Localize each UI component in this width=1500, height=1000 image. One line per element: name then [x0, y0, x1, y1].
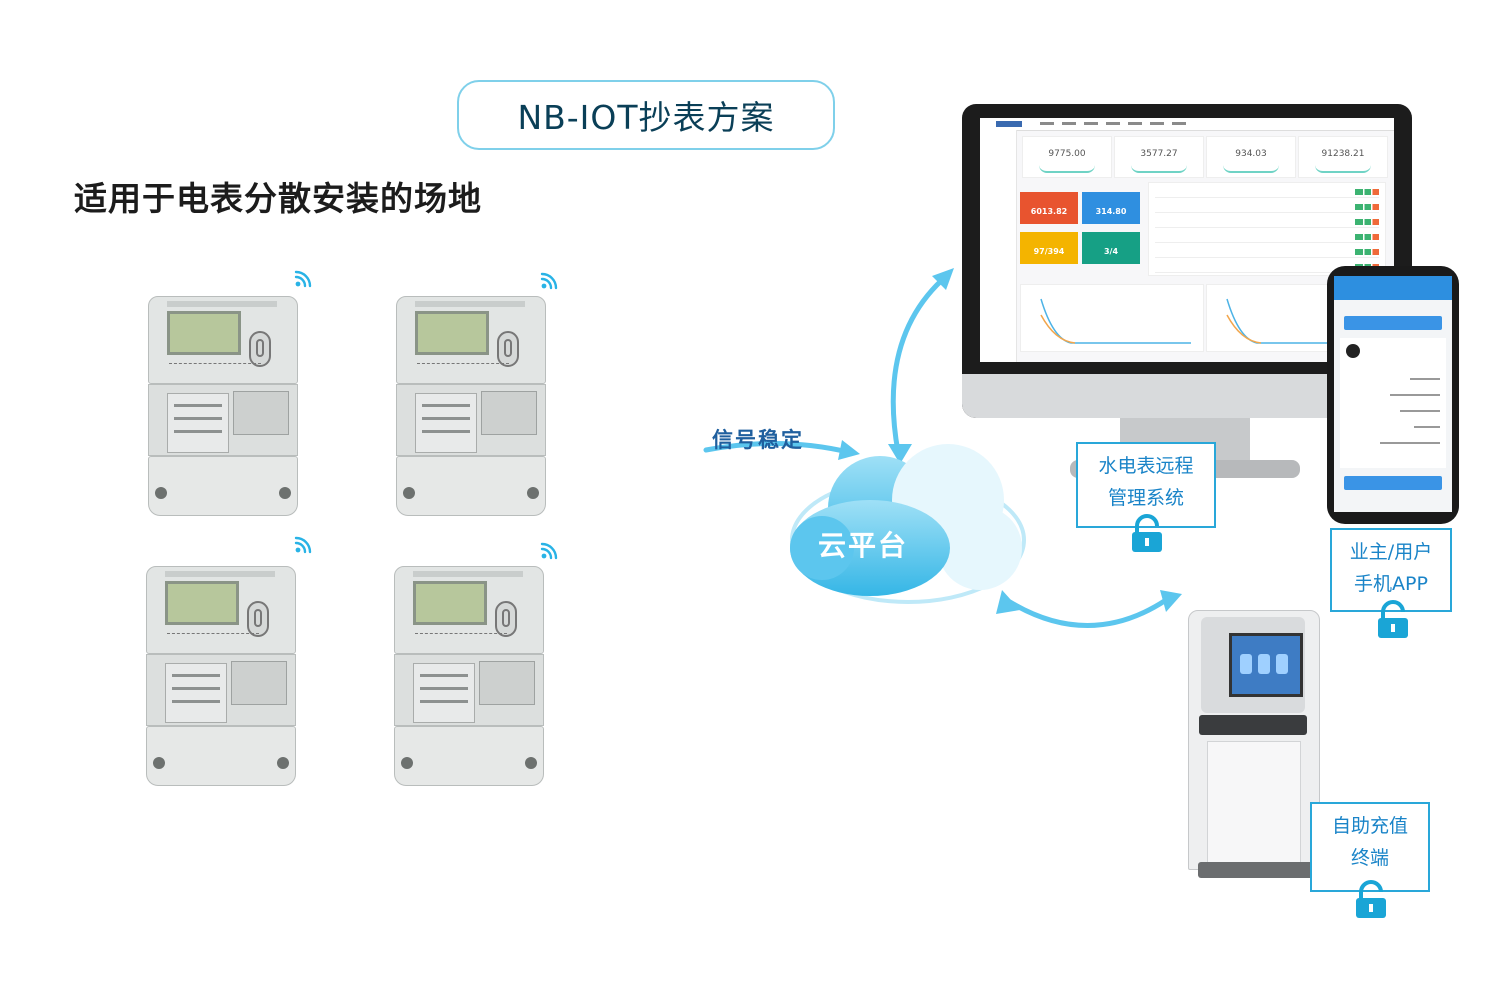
- lock-icon: [1378, 600, 1408, 638]
- data-table: [1148, 182, 1386, 276]
- recharge-kiosk: [1188, 610, 1320, 870]
- wifi-icon: [294, 536, 312, 554]
- wifi-icon: [294, 270, 312, 288]
- title-pill: NB-IOT抄表方案: [457, 80, 835, 150]
- summary-tile: 97/394: [1020, 232, 1078, 264]
- summary-tile: 3/4: [1082, 232, 1140, 264]
- arrow-icon: [1160, 590, 1182, 612]
- stat-card: 91238.21: [1298, 136, 1388, 178]
- management-system-label: 水电表远程管理系统: [1076, 442, 1216, 528]
- kiosk-label: 自助充值终端: [1310, 802, 1430, 892]
- diagram-subtitle: 适用于电表分散安装的场地: [74, 179, 482, 218]
- arrow-icon: [838, 440, 860, 460]
- cloud-icon: [790, 444, 1026, 604]
- arrow-icon: [703, 440, 851, 455]
- arrow-icon: [932, 268, 954, 290]
- smartphone: [1327, 266, 1459, 524]
- kiosk-base: [1198, 862, 1314, 878]
- usage-chart: [1020, 284, 1204, 352]
- arrow-icon: [890, 277, 945, 455]
- mobile-app-label: 业主/用户手机APP: [1330, 528, 1452, 612]
- lock-icon: [1356, 880, 1386, 918]
- wifi-icon: [540, 542, 558, 560]
- electricity-meter: [148, 296, 298, 516]
- arrow-icon: [888, 444, 912, 464]
- cloud-platform-label: 云平台: [818, 529, 909, 562]
- electricity-meter: [394, 566, 544, 786]
- wifi-icon: [540, 272, 558, 290]
- summary-tile: 314.80: [1082, 192, 1140, 224]
- lock-icon: [1132, 514, 1162, 552]
- stat-card: 934.03: [1206, 136, 1296, 178]
- electricity-meter: [396, 296, 546, 516]
- electricity-meter: [146, 566, 296, 786]
- arrow-icon: [1007, 597, 1169, 628]
- signal-label: 信号稳定: [712, 428, 804, 452]
- summary-tile: 6013.82: [1020, 192, 1078, 224]
- arrow-icon: [996, 590, 1020, 614]
- stat-card: 9775.00: [1022, 136, 1112, 178]
- diagram-title: NB-IOT抄表方案: [517, 98, 775, 137]
- stat-card: 3577.27: [1114, 136, 1204, 178]
